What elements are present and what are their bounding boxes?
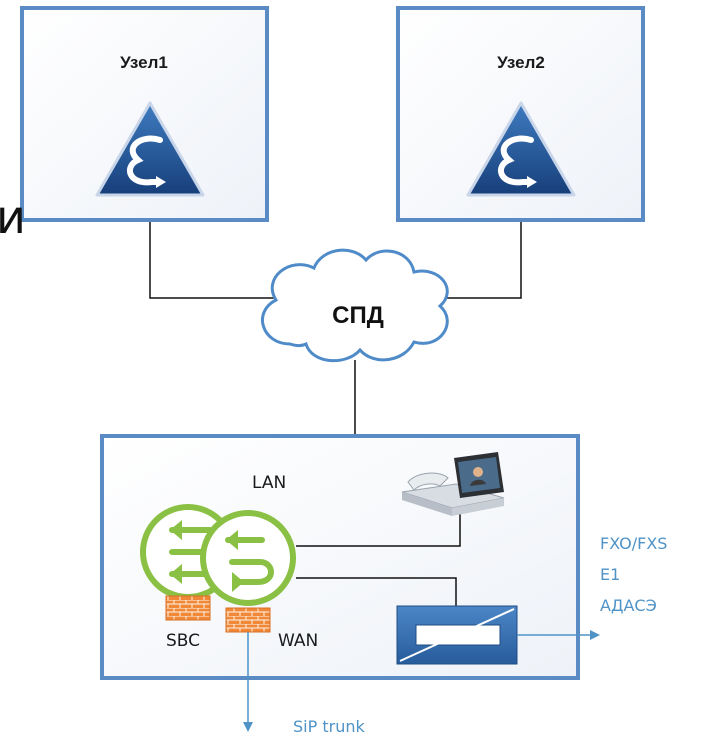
- sbc-label: SBC: [166, 631, 200, 651]
- sbc-router-icon-front: [200, 510, 296, 633]
- link-node2-network: [430, 196, 522, 299]
- sip-trunk-label: SiP trunk: [293, 717, 365, 736]
- node-box-2: Узел2: [396, 6, 645, 222]
- gateway-output-e1: E1: [600, 565, 620, 584]
- link-router-gateway: [296, 577, 457, 606]
- node-box-1: Узел1: [20, 6, 269, 222]
- link-node1-network: [149, 196, 278, 299]
- gateway-output-adase: АДАСЭ: [600, 596, 657, 615]
- gateway-output-arrow: [517, 630, 600, 640]
- ip-phone-icon: [401, 452, 505, 516]
- gateway-output-fxo-fxs: FXO/FXS: [600, 534, 667, 553]
- link-router-phone: [296, 514, 461, 547]
- exchange-icon: [466, 101, 576, 197]
- wan-label: WAN: [278, 631, 318, 651]
- lan-label: LAN: [252, 473, 286, 493]
- node-title-1: Узел1: [120, 53, 168, 72]
- gateway-icon: [396, 605, 518, 665]
- edge-text-fragment: и: [0, 190, 26, 244]
- exchange-icon: [95, 101, 205, 197]
- network-label: СПД: [332, 302, 384, 329]
- sip-trunk-arrow: [243, 632, 253, 732]
- node-title-2: Узел2: [497, 53, 545, 72]
- network-cloud: СПД: [261, 248, 449, 363]
